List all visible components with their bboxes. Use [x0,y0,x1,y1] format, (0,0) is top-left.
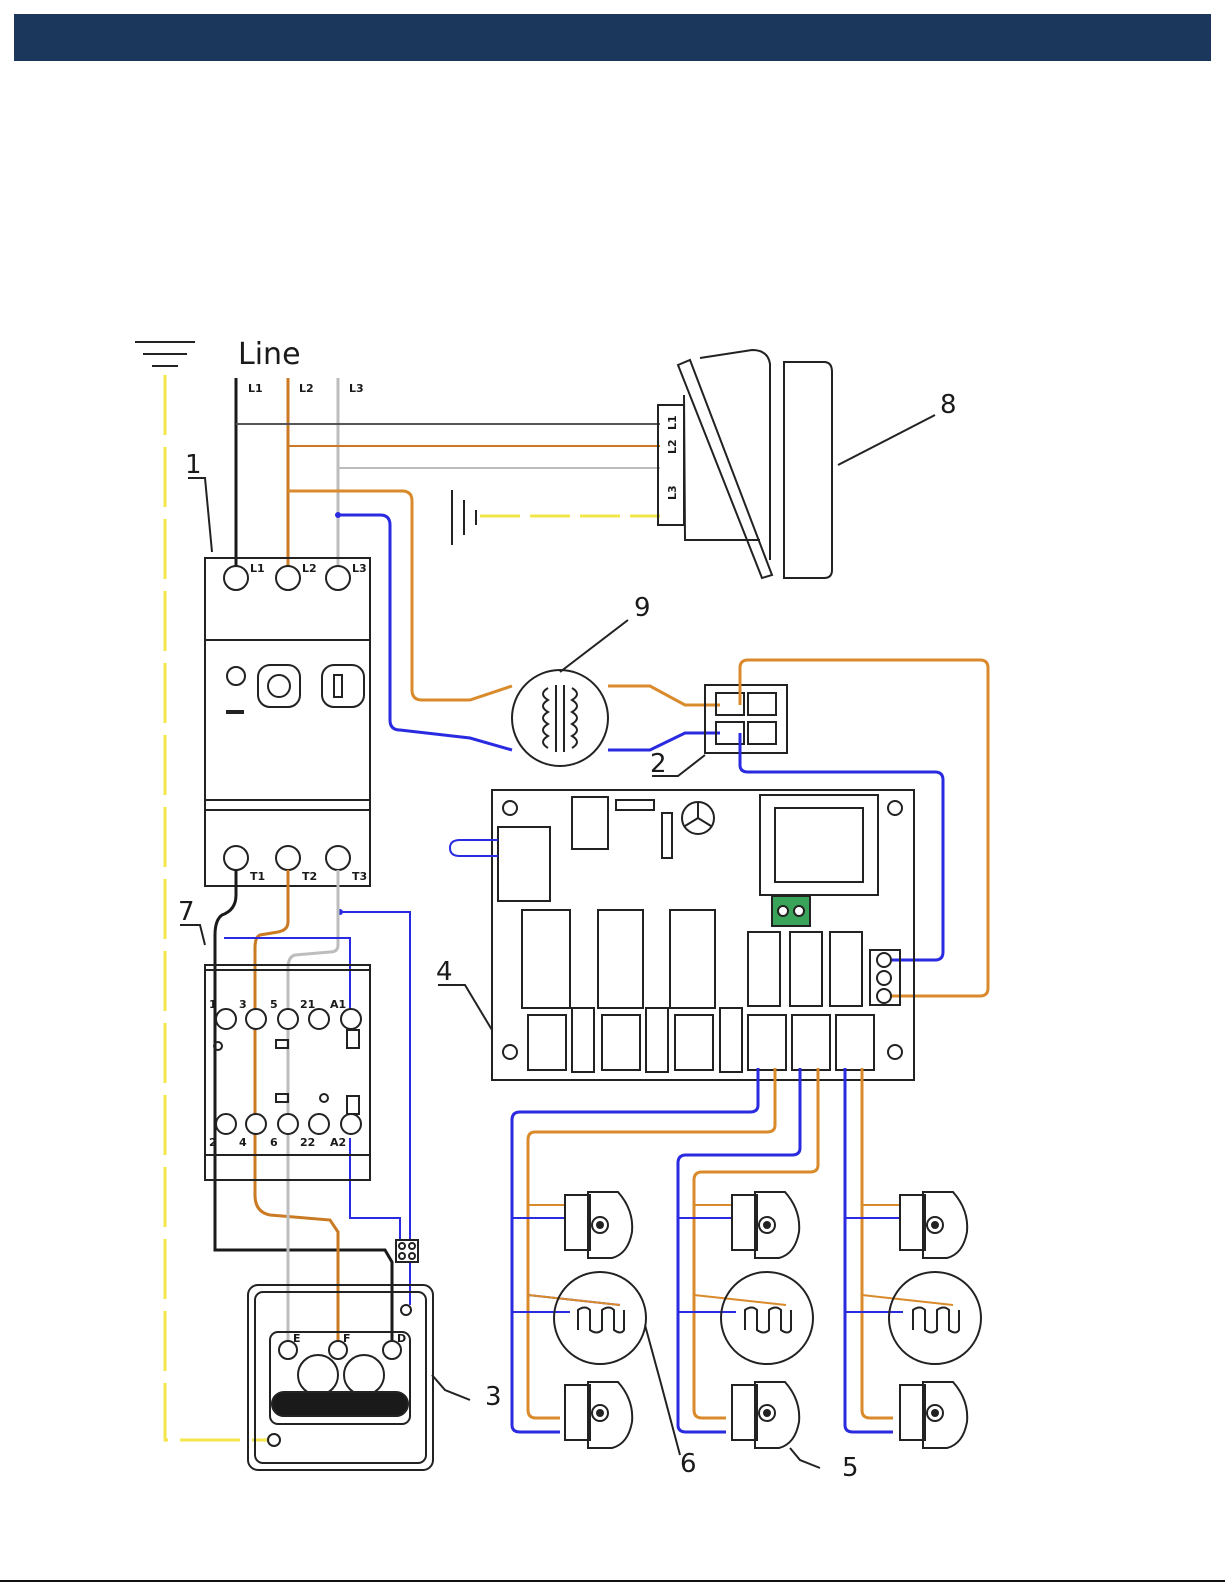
contactor-top-21: 21 [300,998,315,1011]
line-title: Line [238,337,301,372]
breaker-top-l1: L1 [250,562,265,575]
contactor-bottom-22: 22 [300,1136,315,1149]
callout-5: 5 [842,1453,859,1483]
contactor-top-5: 5 [270,998,278,1011]
breaker-bottom-t1: T1 [250,870,265,883]
callout-7: 7 [178,897,195,927]
callout-2: 2 [650,749,667,779]
contactor-bottom-2: 2 [209,1136,217,1149]
callout-3: 3 [485,1382,502,1412]
contactor-top-3: 3 [239,998,247,1011]
phase-label-l3: L3 [349,382,364,395]
motor-terminal-d: D [397,1332,406,1345]
control-board [450,790,914,1080]
breaker-top-l2: L2 [302,562,317,575]
phase-label-l2: L2 [299,382,314,395]
contactor-bottom-a2: A2 [330,1136,346,1149]
transformer [512,670,608,766]
motor-breaker [205,558,370,886]
motor-terminal-box [248,1285,433,1470]
breaker-top-l3: L3 [352,562,367,575]
contactor-top-1: 1 [209,998,217,1011]
breaker-contactor-wires [215,870,410,1340]
contactor-bottom-4: 4 [239,1136,247,1149]
element-group-2 [721,1192,813,1448]
motor-terminal-e: E [293,1332,301,1345]
breaker-bottom-t3: T3 [352,870,367,883]
callout-4: 4 [436,957,453,987]
element-group-1 [554,1192,646,1448]
inlet-label-l3: L3 [666,485,679,500]
terminal-block [705,685,787,753]
callout-1: 1 [185,450,202,480]
motor-terminal-f: F [343,1332,351,1345]
ground-symbol [135,342,195,366]
breaker-bottom-t2: T2 [302,870,317,883]
callout-8: 8 [940,390,957,420]
board-output-terminals [877,953,891,1003]
motor-connector [396,1240,418,1262]
bottom-rule [0,1580,1225,1582]
element-group-3 [889,1192,981,1448]
phase-label-l1: L1 [248,382,263,395]
power-inlet [452,350,832,578]
breaker-terminals [224,566,350,870]
transformer-out-wires [608,686,720,750]
callout-6: 6 [680,1449,697,1479]
contactor-top-a1: A1 [330,998,346,1011]
inlet-label-l2: L2 [666,439,679,454]
inlet-label-l1: L1 [666,415,679,430]
contactor-bottom-6: 6 [270,1136,278,1149]
callout-9: 9 [634,593,651,623]
